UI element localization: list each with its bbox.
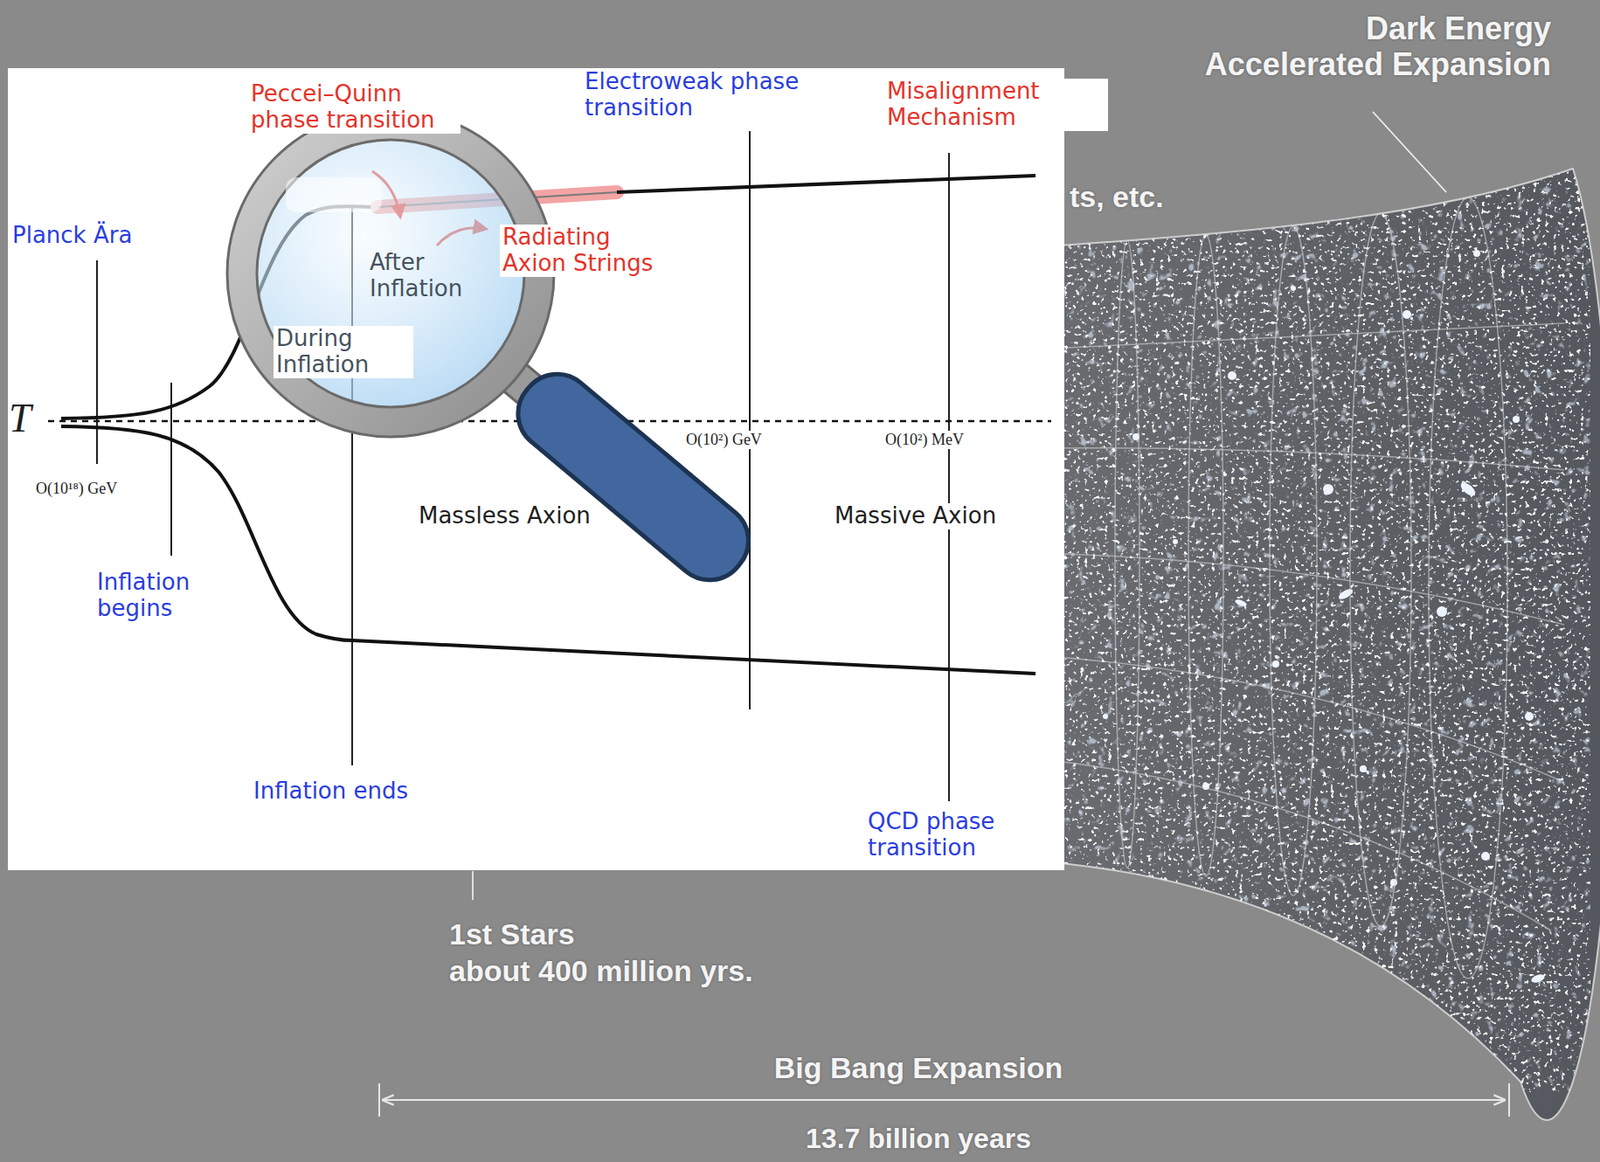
epoch-lines xyxy=(96,131,949,802)
galaxy-glow xyxy=(1031,166,1591,1093)
universe-funnel xyxy=(1031,166,1600,1121)
axion-state: Massless Axion xyxy=(415,503,594,530)
span-tick xyxy=(378,1083,381,1117)
energy-scale: O(10²) GeV xyxy=(683,430,765,450)
mechanism-label: Misalignment Mechanism xyxy=(884,78,1109,132)
axis-symbol: T xyxy=(8,398,32,439)
lens-glare xyxy=(285,177,382,213)
epoch-label: Inflation begins xyxy=(96,569,231,623)
era-caption: ts, etc. xyxy=(1069,180,1164,215)
expansion-rings xyxy=(1031,197,1565,979)
span-label: 13.7 billion years xyxy=(805,1122,1032,1156)
magnifier-lens xyxy=(257,140,524,407)
magnifier-rim xyxy=(242,124,540,423)
era-caption: Dark Energy Accelerated Expansion xyxy=(1190,10,1552,84)
star-speckles xyxy=(1031,166,1591,1093)
scenario-label: During Inflation xyxy=(273,325,414,379)
energy-scale: O(10¹⁸) GeV xyxy=(35,479,118,499)
era-caption: about 400 million yrs. xyxy=(449,954,754,989)
leader-line xyxy=(1372,111,1447,193)
phase-label: QCD phase transition xyxy=(867,809,1053,862)
mechanism-label: Radiating Axion Strings xyxy=(499,224,672,278)
span-label: Big Bang Expansion xyxy=(774,1051,1064,1086)
axion-state: Massive Axion xyxy=(831,503,999,530)
phase-label: Electroweak phase transition xyxy=(581,69,837,122)
era-caption: 1st Stars xyxy=(449,917,575,952)
upper-curve-tail xyxy=(616,175,1036,193)
diagram-panel xyxy=(7,68,1065,871)
phase-label: Peccei–Quinn phase transition xyxy=(248,81,461,134)
magnifier-handle xyxy=(484,344,764,596)
span-arrow xyxy=(382,1099,1505,1102)
span-tick xyxy=(1508,1083,1510,1117)
magnifier xyxy=(227,110,764,596)
era-label: Planck Ära xyxy=(12,222,132,250)
timeline-tick xyxy=(471,871,474,901)
scenario-label: After Inflation xyxy=(369,249,488,303)
lower-curve xyxy=(61,426,1036,674)
epoch-label: Inflation ends xyxy=(253,778,409,805)
galaxy-field xyxy=(1031,166,1591,1093)
energy-scale: O(10²) MeV xyxy=(882,430,967,450)
funnel-outline xyxy=(1031,168,1600,1121)
galaxies xyxy=(1102,249,1546,984)
